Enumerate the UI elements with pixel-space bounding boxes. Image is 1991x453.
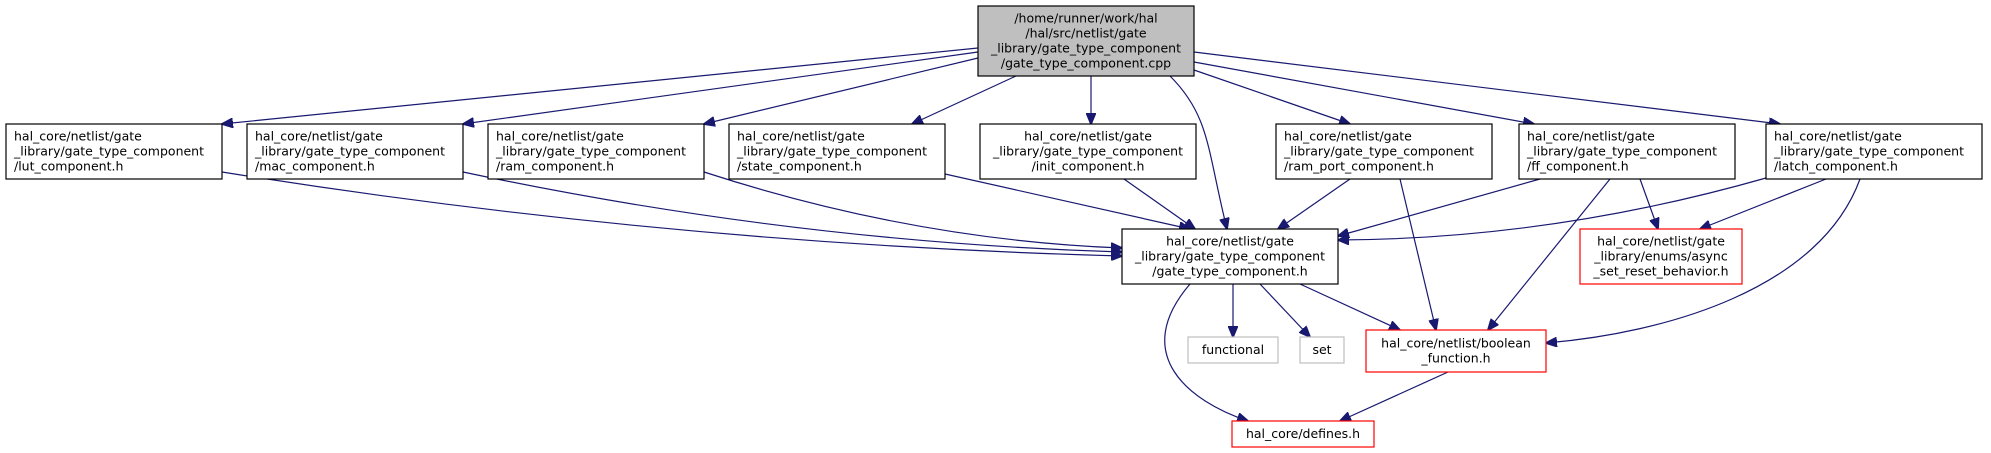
node-label-init-line-0: hal_core/netlist/gate: [1024, 129, 1152, 144]
node-box-functional: [1187, 336, 1279, 364]
node-box-boolean: [1365, 329, 1547, 373]
node-box-latch: [1765, 123, 1983, 180]
node-state[interactable]: hal_core/netlist/gate_library/gate_type_…: [728, 123, 946, 180]
node-label-lut-line-2: /lut_component.h: [14, 159, 123, 174]
node-label-mac-line-0: hal_core/netlist/gate: [255, 129, 383, 144]
node-label-root-line-1: /hal/src/netlist/gate: [1025, 26, 1147, 41]
node-label-state-line-0: hal_core/netlist/gate: [737, 129, 865, 144]
node-label-mac-line-2: /mac_component.h: [255, 159, 375, 174]
node-label-ff-line-2: /ff_component.h: [1527, 159, 1629, 174]
edge-root-to-state: [912, 75, 1017, 124]
edge-ramport-to-gtc: [1278, 178, 1351, 229]
edge-latch-to-boolean: [1546, 178, 1861, 343]
node-label-init-line-2: /init_component.h: [1032, 159, 1145, 174]
node-box-async: [1579, 228, 1743, 285]
node-box-ram: [487, 123, 705, 180]
node-label-lut-line-0: hal_core/netlist/gate: [14, 129, 142, 144]
node-boolean[interactable]: hal_core/netlist/boolean_function.h: [1365, 329, 1547, 373]
node-label-ram-line-2: /ram_component.h: [496, 159, 614, 174]
node-label-state-line-2: /state_component.h: [737, 159, 862, 174]
edge-ff-to-boolean: [1488, 178, 1611, 330]
node-functional[interactable]: functional: [1187, 336, 1279, 364]
node-label-latch-line-0: hal_core/netlist/gate: [1774, 129, 1902, 144]
node-box-lut: [5, 123, 223, 180]
node-label-ram-line-1: _library/gate_type_component: [495, 144, 686, 159]
node-label-latch-line-1: _library/gate_type_component: [1773, 144, 1964, 159]
node-defines[interactable]: hal_core/defines.h: [1231, 420, 1375, 448]
edge-ram-to-gtc: [703, 171, 1122, 248]
node-label-ff-line-1: _library/gate_type_component: [1526, 144, 1717, 159]
edge-root-to-gtc: [1169, 75, 1227, 229]
node-label-async-line-1: _library/enums/async: [1593, 249, 1728, 264]
edge-root-to-latch: [1193, 51, 1780, 124]
node-label-ramport-line-2: /ram_port_component.h: [1284, 159, 1434, 174]
node-label-gtc-line-0: hal_core/netlist/gate: [1166, 234, 1294, 249]
edge-state-to-gtc: [944, 173, 1190, 229]
node-label-ram-line-0: hal_core/netlist/gate: [496, 129, 624, 144]
edge-latch-to-async: [1700, 178, 1827, 229]
edge-ramport-to-boolean: [1399, 178, 1436, 330]
edge-lut-to-gtc: [221, 171, 1122, 256]
node-label-async-line-2: _set_reset_behavior.h: [1592, 264, 1728, 279]
node-label-mac-line-1: _library/gate_type_component: [254, 144, 445, 159]
edge-root-to-ram: [704, 57, 979, 124]
node-label-lut-line-1: _library/gate_type_component: [13, 144, 204, 159]
node-ram[interactable]: hal_core/netlist/gate_library/gate_type_…: [487, 123, 705, 180]
edge-ff-to-async: [1639, 178, 1658, 229]
node-label-root-line-0: /home/runner/work/hal: [1014, 11, 1157, 26]
node-label-root-line-3: /gate_type_component.cpp: [1001, 56, 1171, 71]
edge-gtc-to-defines: [1164, 283, 1248, 421]
node-label-gtc-line-1: _library/gate_type_component: [1134, 249, 1325, 264]
node-box-mac: [246, 123, 464, 180]
node-label-boolean-line-0: hal_core/netlist/boolean: [1381, 336, 1531, 351]
node-box-root: [977, 5, 1195, 77]
edge-root-to-lut: [222, 47, 979, 124]
edge-ff-to-gtc: [1338, 178, 1541, 236]
node-label-defines-line-0: hal_core/defines.h: [1246, 426, 1360, 441]
node-box-defines: [1231, 420, 1375, 448]
node-box-ff: [1518, 123, 1736, 180]
node-label-latch-line-2: /latch_component.h: [1774, 159, 1898, 174]
node-box-state: [728, 123, 946, 180]
node-gtc[interactable]: hal_core/netlist/gate_library/gate_type_…: [1121, 228, 1339, 285]
node-lut[interactable]: hal_core/netlist/gate_library/gate_type_…: [5, 123, 223, 180]
edge-root-to-mac: [463, 51, 979, 124]
edge-gtc-to-boolean: [1299, 283, 1400, 330]
node-ff[interactable]: hal_core/netlist/gate_library/gate_type_…: [1518, 123, 1736, 180]
node-label-state-line-1: _library/gate_type_component: [736, 144, 927, 159]
node-root[interactable]: /home/runner/work/hal/hal/src/netlist/ga…: [977, 5, 1195, 77]
node-mac[interactable]: hal_core/netlist/gate_library/gate_type_…: [246, 123, 464, 180]
node-box-set: [1299, 336, 1345, 364]
node-label-async-line-0: hal_core/netlist/gate: [1597, 234, 1725, 249]
node-init[interactable]: hal_core/netlist/gate_library/gate_type_…: [979, 123, 1197, 180]
edge-init-to-gtc: [1123, 178, 1195, 229]
node-label-ff-line-0: hal_core/netlist/gate: [1527, 129, 1655, 144]
node-box-init: [979, 123, 1197, 180]
node-label-ramport-line-0: hal_core/netlist/gate: [1284, 129, 1412, 144]
node-label-functional-line-0: functional: [1202, 342, 1264, 357]
node-label-root-line-2: _library/gate_type_component: [990, 41, 1181, 56]
node-label-boolean-line-1: _function.h: [1420, 351, 1490, 366]
node-ramport[interactable]: hal_core/netlist/gate_library/gate_type_…: [1275, 123, 1493, 180]
node-label-ramport-line-1: _library/gate_type_component: [1283, 144, 1474, 159]
node-label-init-line-1: _library/gate_type_component: [992, 144, 1183, 159]
node-label-set-line-0: set: [1312, 342, 1331, 357]
nodes-layer: /home/runner/work/hal/hal/src/netlist/ga…: [5, 5, 1983, 448]
edge-gtc-to-set: [1259, 283, 1310, 337]
node-label-gtc-line-2: /gate_type_component.h: [1152, 264, 1307, 279]
node-box-ramport: [1275, 123, 1493, 180]
edge-root-to-ff: [1193, 61, 1534, 124]
edges-layer: [221, 47, 1861, 421]
edge-mac-to-gtc: [462, 171, 1122, 252]
node-box-gtc: [1121, 228, 1339, 285]
node-latch[interactable]: hal_core/netlist/gate_library/gate_type_…: [1765, 123, 1983, 180]
edge-latch-to-gtc: [1338, 177, 1767, 240]
node-async[interactable]: hal_core/netlist/gate_library/enums/asyn…: [1579, 228, 1743, 285]
edge-boolean-to-defines: [1340, 371, 1449, 421]
edge-root-to-ramport: [1193, 69, 1350, 124]
node-set[interactable]: set: [1299, 336, 1345, 364]
